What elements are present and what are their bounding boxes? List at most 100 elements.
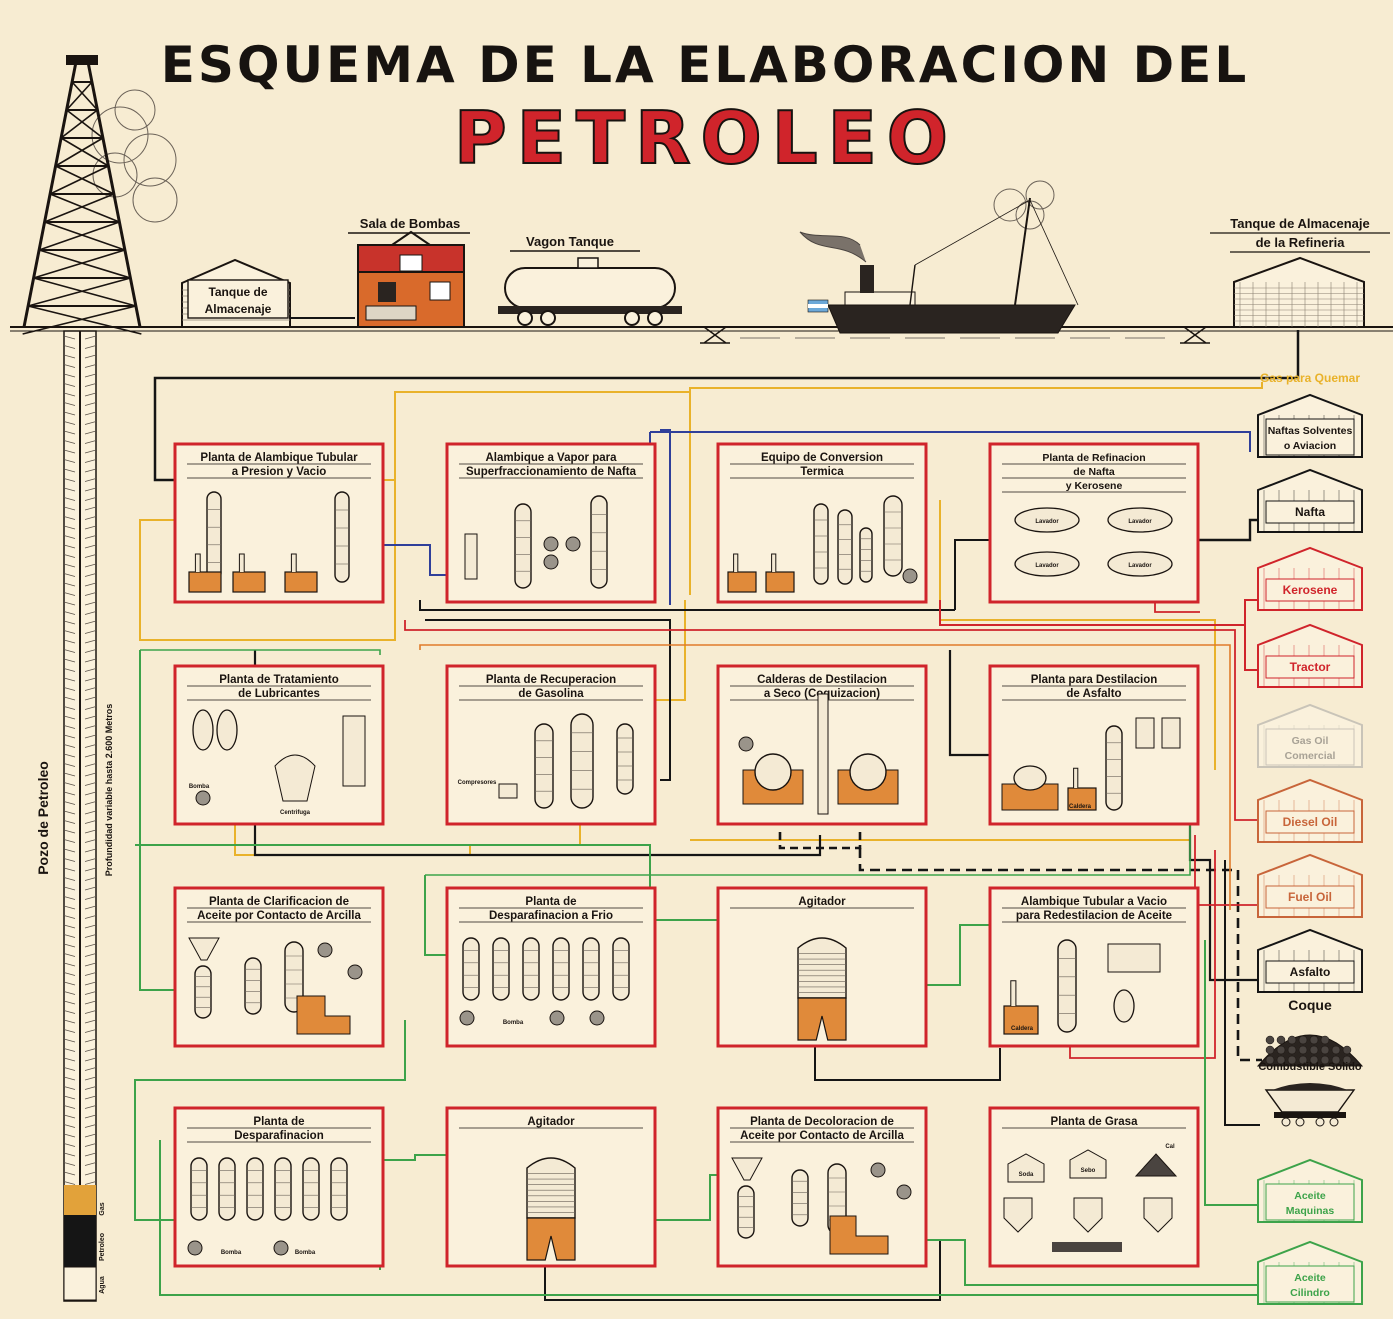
strata-hatch [63,734,76,739]
strata-hatch [84,915,97,919]
column-vessel [791,1169,809,1227]
strata-hatch [84,354,97,359]
strata-hatch [63,1086,76,1090]
pipe [379,1154,450,1270]
pipe [419,600,955,611]
strata-hatch [84,573,97,577]
plant-title: Planta de Clarificacion de [209,896,349,908]
strata-hatch [63,487,76,492]
condenser [1107,943,1161,973]
agitator-base [797,997,847,1041]
ship-rigging [914,199,1031,266]
pump-icon [543,536,559,552]
strata-hatch [84,392,97,397]
strata-hatch [84,373,97,378]
product-label-plate [1265,1183,1355,1221]
product-label-plate [1265,885,1355,909]
unit-label: Bomba [221,1250,242,1256]
drum-vessel [1013,765,1047,791]
strata-hatch [84,905,97,910]
strata-hatch [84,658,97,663]
strata-hatch [63,335,76,340]
strata-hatch [84,839,97,843]
strata-hatch [84,411,97,416]
unit-label: Cal [1165,1144,1175,1150]
product-label-plate [1265,578,1355,602]
derrick-brace [44,221,126,251]
pump-icon [317,942,333,958]
strata-hatch [63,725,76,729]
strata-hatch [84,1181,97,1185]
strata-hatch [63,430,76,435]
column-vessel [522,937,540,1001]
strata-hatch [84,601,97,606]
derrick-brace [38,249,131,279]
pipe [650,431,1251,452]
wheel [1315,1117,1325,1127]
strata-hatch [84,1152,97,1157]
water-layer [63,1266,97,1301]
pipe [922,1239,1262,1286]
strata-hatch [84,867,97,872]
column-vessel [492,937,510,1001]
derrick-brace [65,81,93,111]
product-label: Tractor [1290,660,1331,674]
well-layer-label: Gas [99,1202,106,1215]
strata-hatch [84,1000,97,1005]
condenser [1161,717,1181,749]
strata-hatch [63,1010,76,1014]
condenser [464,533,478,580]
strata-hatch [84,924,97,929]
wagon-wheel [624,310,640,326]
strata-hatch [63,791,76,796]
smoke-cloud [92,152,138,198]
pipe [419,644,1231,910]
strata-hatch [84,544,97,549]
product-label: Naftas Solventes [1268,425,1353,437]
pipe [1154,600,1200,613]
strata-hatch [84,1067,97,1071]
compressor [498,783,518,799]
derrick-brace [49,165,109,195]
strata-hatch [63,896,76,900]
strata-hatch [84,1057,97,1062]
product-label: Comercial [1285,750,1336,762]
smoke-cloud [132,177,178,223]
plant-p14: Agitador [445,1106,657,1268]
strata-hatch [63,459,76,463]
unit-label: Bomba [189,784,210,790]
strata-hatch [84,383,97,387]
strata-hatch [63,829,76,834]
tank-wagon-label: Vagon Tanque [526,234,614,249]
strata-hatch [63,620,76,625]
strata-hatch [84,810,97,815]
storage-tank-label: Almacenaje [205,302,272,316]
coke-load [1272,1083,1348,1090]
column-vessel [570,713,594,809]
strata-hatch [63,630,76,634]
plant-title: Agitador [798,896,846,908]
oil-layer [64,1215,96,1267]
strata-hatch [63,981,76,986]
unit-label: Caldera [1011,1026,1034,1032]
coke-lump [1320,1035,1330,1045]
strata-hatch [63,839,76,843]
strata-hatch [63,468,76,473]
strata-hatch [63,1057,76,1062]
drum-vessel [216,709,238,751]
coke-lump [1276,1055,1286,1065]
strata-hatch [63,706,76,710]
agitator-tank [526,1157,576,1219]
condenser [1135,717,1155,749]
coke-lump [1287,1045,1297,1055]
strata-hatch [63,668,76,672]
plant-title: Planta de Decoloracion de [750,1116,894,1128]
unit-label: Caldera [1069,804,1092,810]
